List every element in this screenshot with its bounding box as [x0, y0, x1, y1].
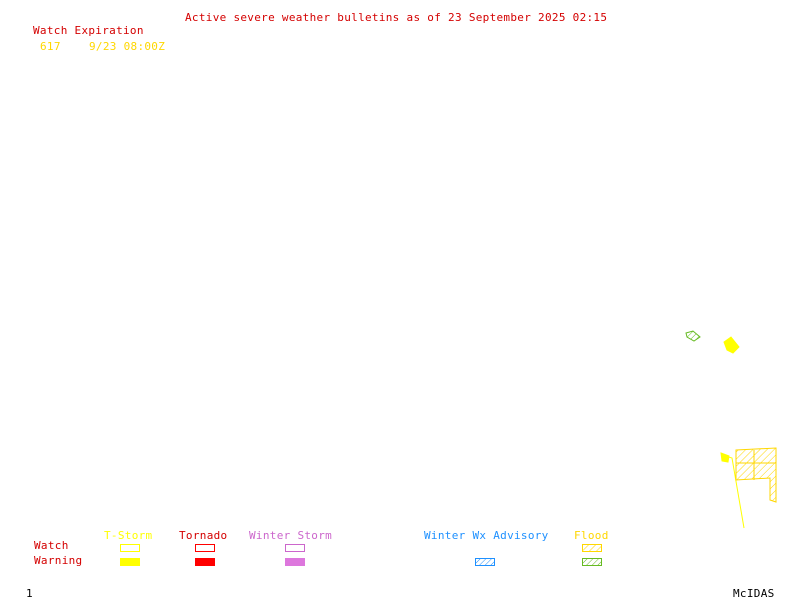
flood-watch-area: [735, 447, 777, 503]
watch-expiration-heading: Watch Expiration: [33, 24, 144, 37]
legend-tornado-warning-swatch: [195, 558, 215, 566]
legend-tstorm-warning-swatch: [120, 558, 140, 566]
legend-watch-label: Watch: [34, 539, 69, 552]
flood-warning-area: [685, 330, 701, 342]
mcidas-brand: McIDAS: [733, 587, 775, 600]
legend-flood-warning-swatch: [582, 558, 602, 566]
legend-winter-wx-advisory-swatch: [475, 558, 495, 566]
legend-winter-storm-watch-swatch: [285, 544, 305, 552]
legend-tornado-watch-swatch: [195, 544, 215, 552]
legend-winter-wx-advisory-label: Winter Wx Advisory: [424, 529, 549, 542]
legend-winter-storm-label: Winter Storm: [249, 529, 333, 542]
bulletin-title: Active severe weather bulletins as of 23…: [185, 11, 608, 24]
legend-tornado-label: Tornado: [179, 529, 228, 542]
watch-617-area: [720, 447, 777, 529]
watch-number: 617: [40, 40, 61, 53]
watch-expiration-time: 9/23 08:00Z: [89, 40, 166, 53]
tstorm-warning-area: [723, 336, 740, 354]
frame-number: 1: [26, 587, 33, 600]
legend-tstorm-watch-swatch: [120, 544, 140, 552]
legend-flood-label: Flood: [574, 529, 609, 542]
legend-winter-storm-warning-swatch: [285, 558, 305, 566]
legend-flood-watch-swatch: [582, 544, 602, 552]
legend-warning-label: Warning: [34, 554, 83, 567]
legend-tstorm-label: T-Storm: [104, 529, 153, 542]
